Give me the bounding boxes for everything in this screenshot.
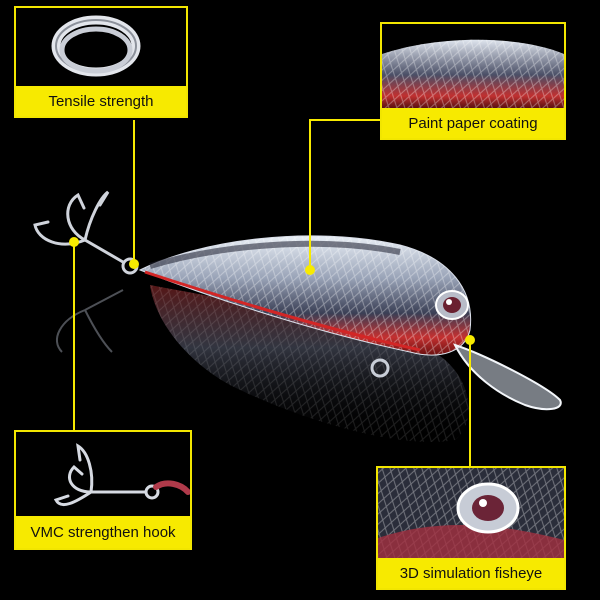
lure-reflection (150, 285, 469, 442)
treble-hook-icon (16, 432, 190, 518)
fisheye-label: 3D simulation fisheye (378, 558, 564, 588)
callout-tensile-strength: Tensile strength (14, 6, 188, 118)
callout-paint-paper-coating: Paint paper coating (380, 22, 566, 140)
leader-lines (73, 119, 471, 468)
lure-side-detail-icon (382, 24, 564, 110)
callout-vmc-hook: VMC strengthen hook (14, 430, 192, 550)
fisheye (435, 290, 469, 320)
tensile-strength-label: Tensile strength (16, 86, 186, 116)
diving-lip (453, 343, 562, 411)
lure-body (138, 235, 472, 356)
belly-ring (370, 358, 390, 378)
vmc-hook-label: VMC strengthen hook (16, 516, 190, 548)
callout-3d-fisheye: 3D simulation fisheye (376, 466, 566, 590)
fisheye-detail-icon (378, 468, 564, 560)
split-ring-icon (16, 8, 186, 88)
leader-dots (69, 237, 475, 345)
tail-treble-hook (33, 190, 139, 275)
paint-paper-coating-label: Paint paper coating (382, 108, 564, 138)
